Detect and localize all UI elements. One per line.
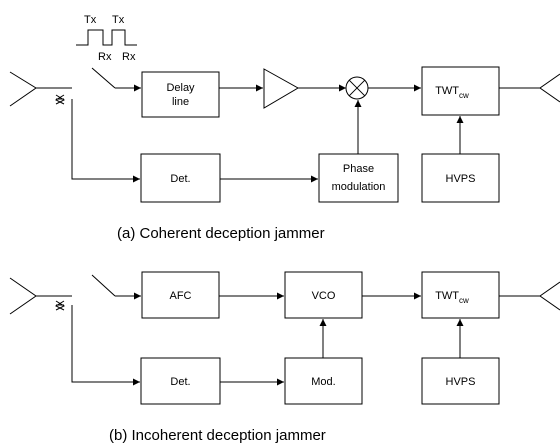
receive-antenna-icon (9, 71, 37, 107)
hvps-box (421, 357, 500, 405)
detector-label: Det. (170, 376, 190, 388)
transmit-antenna-icon (539, 73, 560, 103)
detector-box (140, 357, 221, 405)
twt-label: TWTcw (435, 290, 469, 305)
hvps-label: HVPS (446, 376, 476, 388)
hvps-label: HVPS (446, 173, 476, 185)
vco-label: VCO (312, 290, 336, 302)
delay-line-label-2: line (172, 96, 189, 108)
txrx-pulse-waveform (76, 29, 137, 46)
phase-modulation-label-2: modulation (332, 181, 386, 193)
delay-line-box (141, 71, 220, 118)
caption-a: (a) Coherent deception jammer (117, 225, 325, 242)
delay-line-label-1: Delay (166, 82, 195, 94)
pulse-rx-label-2: Rx (122, 51, 136, 63)
receive-antenna-icon (9, 277, 37, 315)
afc-label: AFC (170, 290, 192, 302)
phase-modulation-box (318, 153, 399, 203)
twt-box (421, 271, 500, 319)
tr-switch-icon (91, 274, 116, 297)
pulse-tx-label-1: Tx (84, 14, 97, 26)
vco-box (284, 271, 363, 319)
phase-modulation-label-1: Phase (343, 163, 374, 175)
caption-b: (b) Incoherent deception jammer (109, 427, 326, 443)
twt-box (421, 66, 500, 116)
amplifier-icon (263, 68, 300, 109)
tr-switch-icon (91, 67, 116, 89)
diagram-a-coherent: Tx Tx Rx Rx Delay line TWTcw (9, 14, 560, 242)
pulse-tx-label-2: Tx (112, 14, 125, 26)
coupler-icon (54, 94, 66, 105)
mod-box (284, 357, 363, 405)
transmit-antenna-icon (539, 281, 560, 311)
coupler-icon (54, 300, 66, 311)
twt-label: TWTcw (435, 85, 469, 100)
detector-label: Det. (170, 173, 190, 185)
mixer-icon (345, 76, 369, 100)
pulse-rx-label-1: Rx (98, 51, 112, 63)
diagram-b-incoherent: AFC VCO TWTcw Det. Mod. HVPS (b) Incoher… (9, 271, 560, 443)
afc-box (141, 271, 220, 319)
detector-box (140, 153, 221, 203)
mod-label: Mod. (311, 376, 335, 388)
